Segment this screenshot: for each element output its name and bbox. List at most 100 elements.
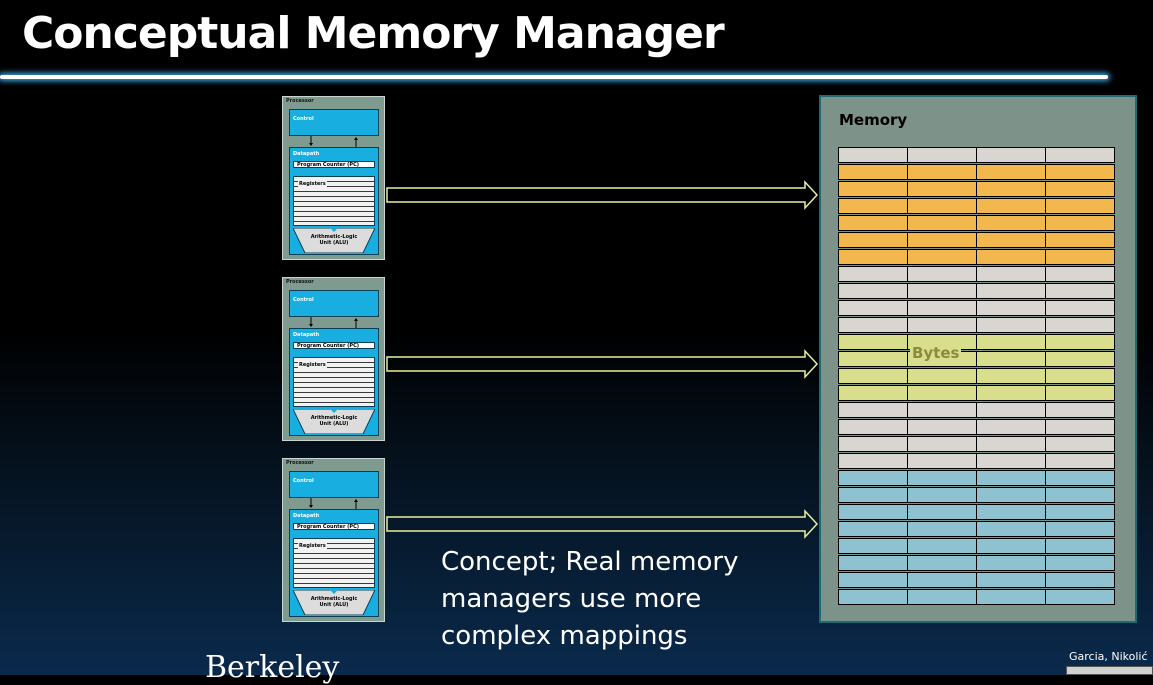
memory-cell — [1045, 470, 1115, 486]
control-unit: Control — [289, 290, 379, 317]
alu-shape — [293, 590, 375, 615]
memory-cell — [976, 538, 1046, 554]
memory-cell — [838, 470, 908, 486]
datapath: Datapath Program Counter (PC) Registers … — [289, 328, 379, 436]
memory-cell — [976, 351, 1046, 367]
memory-cell — [907, 385, 977, 401]
memory-cell — [838, 317, 908, 333]
registers: Registers — [293, 176, 375, 226]
memory-cell — [1045, 334, 1115, 350]
memory-cell — [1045, 198, 1115, 214]
memory-row — [838, 555, 1115, 572]
registers: Registers — [293, 538, 375, 588]
alu-label-line2: Unit (ALU) — [319, 240, 349, 246]
memory-cell — [907, 283, 977, 299]
memory-row — [838, 572, 1115, 589]
memory-cell — [1045, 419, 1115, 435]
alu-label-line2: Unit (ALU) — [319, 602, 349, 608]
alu-label-line2: Unit (ALU) — [319, 421, 349, 427]
memory-cell — [838, 436, 908, 452]
memory-cell — [1045, 147, 1115, 163]
memory-cell — [1045, 368, 1115, 384]
memory-cell — [976, 147, 1046, 163]
memory-cell — [838, 453, 908, 469]
slide-title: Conceptual Memory Manager — [22, 8, 725, 59]
memory-cell — [1045, 283, 1115, 299]
processor-label: Processor — [286, 460, 314, 466]
memory-cell — [1045, 538, 1115, 554]
registers-label: Registers — [298, 362, 327, 368]
registers-label: Registers — [298, 543, 327, 549]
memory-row — [838, 232, 1115, 249]
memory-cell — [1045, 402, 1115, 418]
memory-cell — [838, 385, 908, 401]
memory-cell — [976, 470, 1046, 486]
processor-1: Processor Control Datapath Program Count… — [282, 96, 385, 260]
memory-cell — [907, 555, 977, 571]
memory-cell — [907, 521, 977, 537]
memory-row — [838, 521, 1115, 538]
memory-cell — [976, 419, 1046, 435]
memory-cell — [838, 232, 908, 248]
memory-cell — [976, 181, 1046, 197]
memory-cell — [838, 504, 908, 520]
memory-row — [838, 249, 1115, 266]
memory-cell — [838, 368, 908, 384]
memory-cell — [907, 453, 977, 469]
memory-cell — [907, 198, 977, 214]
memory-cell — [907, 266, 977, 282]
memory-cell — [1045, 164, 1115, 180]
caption: Concept; Real memory managers use more c… — [441, 544, 821, 655]
memory-label: Memory — [839, 111, 908, 129]
mapping-arrow-3 — [386, 509, 819, 539]
memory-row — [838, 266, 1115, 283]
memory-cell — [976, 232, 1046, 248]
memory-cell — [1045, 232, 1115, 248]
memory-cell — [1045, 215, 1115, 231]
memory-row — [838, 453, 1115, 470]
memory-cell — [976, 385, 1046, 401]
memory-cell — [976, 504, 1046, 520]
control-label: Control — [293, 116, 314, 122]
memory-cell — [838, 300, 908, 316]
program-counter: Program Counter (PC) — [293, 342, 375, 349]
memory-cell — [838, 334, 908, 350]
memory-cell — [1045, 351, 1115, 367]
memory-cell — [907, 249, 977, 265]
datapath: Datapath Program Counter (PC) Registers … — [289, 509, 379, 617]
memory-cell — [976, 521, 1046, 537]
memory-cell — [907, 300, 977, 316]
memory-cell — [907, 402, 977, 418]
memory-cell — [976, 487, 1046, 503]
alu-shape — [293, 228, 375, 253]
memory-row — [838, 368, 1115, 385]
memory-cell — [907, 538, 977, 554]
memory-cell — [1045, 487, 1115, 503]
memory-cell — [838, 181, 908, 197]
mapping-arrow-2 — [386, 349, 819, 379]
memory-cell — [907, 164, 977, 180]
memory-cell — [838, 164, 908, 180]
memory-cell — [838, 351, 908, 367]
control-datapath-arrows — [309, 498, 358, 509]
control-unit: Control — [289, 109, 379, 136]
memory-cell — [907, 215, 977, 231]
processor-2: Processor Control Datapath Program Count… — [282, 277, 385, 441]
memory-cell — [838, 147, 908, 163]
memory-cell — [976, 164, 1046, 180]
alu-shape — [293, 409, 375, 434]
processor-3: Processor Control Datapath Program Count… — [282, 458, 385, 622]
memory-row — [838, 504, 1115, 521]
berkeley-logo: Berkeley — [205, 650, 340, 685]
title-underline — [0, 75, 1108, 79]
memory-row — [838, 538, 1115, 555]
memory-cell — [976, 249, 1046, 265]
memory-cell — [838, 521, 908, 537]
memory-cell — [1045, 572, 1115, 588]
control-label: Control — [293, 297, 314, 303]
memory-cell — [976, 198, 1046, 214]
memory-cell — [838, 538, 908, 554]
